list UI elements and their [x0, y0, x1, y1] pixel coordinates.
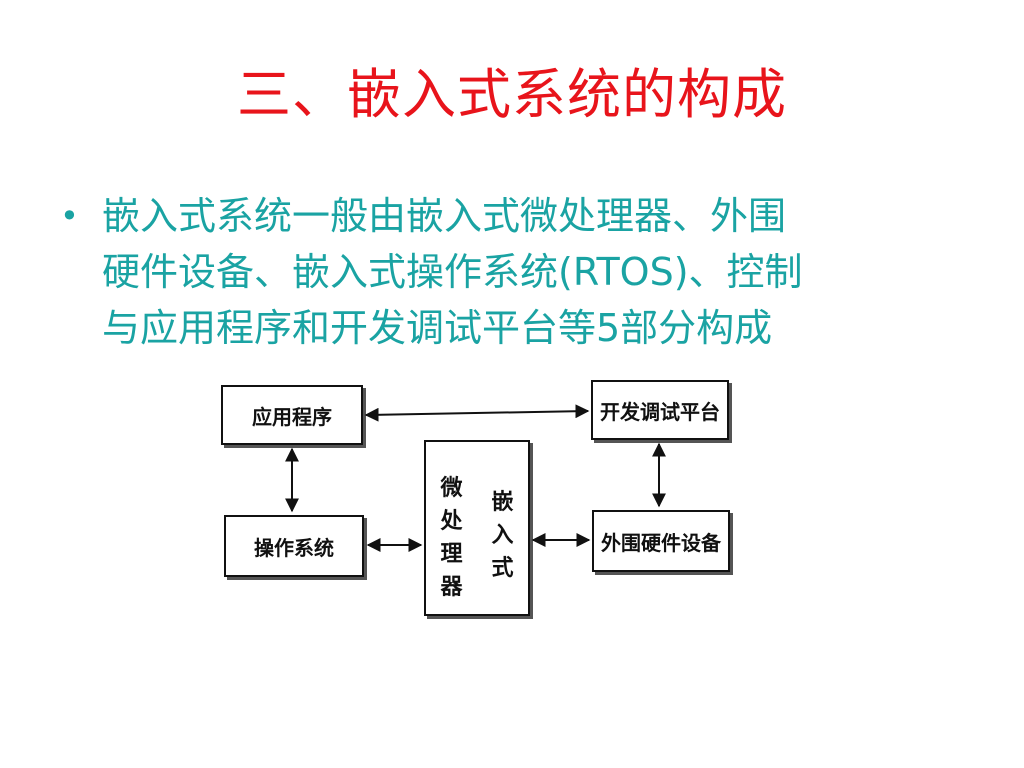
cpu-char: 嵌 — [491, 490, 514, 515]
arrow-app-dev — [364, 404, 590, 422]
bullet-line-2: 硬件设备、嵌入式操作系统(RTOS)、控制 — [102, 250, 803, 294]
os-box: 操作系统 — [224, 515, 364, 577]
bullet-item: • 嵌入式系统一般由嵌入式微处理器、外围 硬件设备、嵌入式操作系统(RTOS)、… — [60, 188, 960, 356]
cpu-char: 式 — [491, 556, 514, 581]
cpu-char: 处 — [440, 509, 463, 534]
bullet-line-3: 与应用程序和开发调试平台等5部分构成 — [102, 306, 773, 350]
bullet-list: • 嵌入式系统一般由嵌入式微处理器、外围 硬件设备、嵌入式操作系统(RTOS)、… — [60, 188, 960, 356]
peripherals-box: 外围硬件设备 — [592, 510, 730, 572]
app-box: 应用程序 — [221, 385, 363, 445]
cpu-char: 微 — [440, 476, 463, 501]
cpu-label-left: 微 处 理 器 — [440, 472, 462, 604]
dev-platform-box: 开发调试平台 — [591, 380, 729, 440]
cpu-char: 器 — [440, 575, 463, 600]
cpu-label-right: 嵌 入 式 — [491, 472, 513, 585]
bullet-line-1: 嵌入式系统一般由嵌入式微处理器、外围 — [102, 194, 787, 238]
cpu-box: 微 处 理 器 嵌 入 式 — [424, 440, 530, 616]
cpu-char: 理 — [440, 542, 463, 567]
cpu-char: 入 — [491, 523, 514, 548]
bullet-dot-icon: • — [60, 197, 79, 235]
slide-title: 三、嵌入式系统的构成 — [237, 63, 787, 126]
